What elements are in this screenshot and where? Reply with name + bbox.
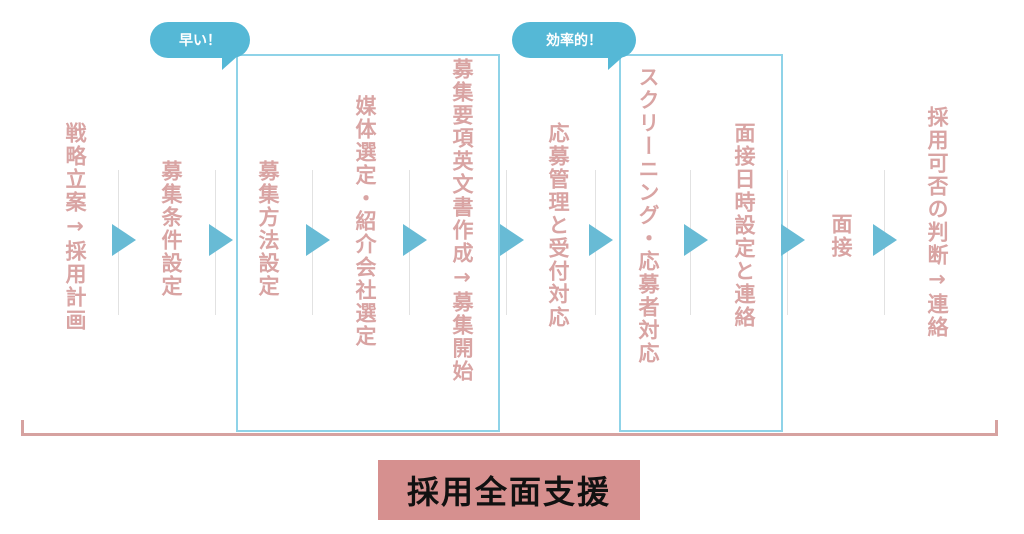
banner: 採用全面支援 xyxy=(378,460,640,520)
bubble-efficient: 効率的！ xyxy=(512,22,636,70)
arrow-right-icon xyxy=(209,224,233,256)
step-7-screening: スクリーニング・応募者対応 xyxy=(636,66,660,365)
step-1-strategy: 戦略立案→採用計画 xyxy=(63,122,87,332)
step-4-media: 媒体選定・紹介会社選定 xyxy=(353,95,377,348)
arrow-right-icon xyxy=(589,224,613,256)
step-9-interview: 面接 xyxy=(829,213,853,259)
arrow-right-icon xyxy=(112,224,136,256)
arrow-right-icon xyxy=(403,224,427,256)
bracket xyxy=(21,420,998,436)
step-2-conditions: 募集条件設定 xyxy=(159,160,183,298)
step-8-interview-schedule: 面接日時設定と連絡 xyxy=(732,122,756,329)
step-6-application-mgmt: 応募管理と受付対応 xyxy=(546,122,570,329)
arrow-right-icon xyxy=(873,224,897,256)
arrow-right-icon xyxy=(500,224,524,256)
arrow-right-icon xyxy=(306,224,330,256)
arrow-right-icon xyxy=(684,224,708,256)
highlight-box-fast xyxy=(236,54,500,432)
bubble-efficient-text: 効率的！ xyxy=(546,33,602,49)
step-5-job-posting: 募集要項英文書作成→募集開始 xyxy=(450,58,474,383)
bubble-efficient-tail xyxy=(608,54,626,70)
arrow-right-icon xyxy=(781,224,805,256)
bubble-fast: 早い！ xyxy=(150,22,250,70)
step-3-method: 募集方法設定 xyxy=(256,160,280,298)
bubble-fast-tail xyxy=(222,54,240,70)
step-10-decision: 採用可否の判断→連絡 xyxy=(925,106,949,339)
bubble-fast-text: 早い！ xyxy=(179,33,221,49)
banner-text: 採用全面支援 xyxy=(406,473,611,511)
